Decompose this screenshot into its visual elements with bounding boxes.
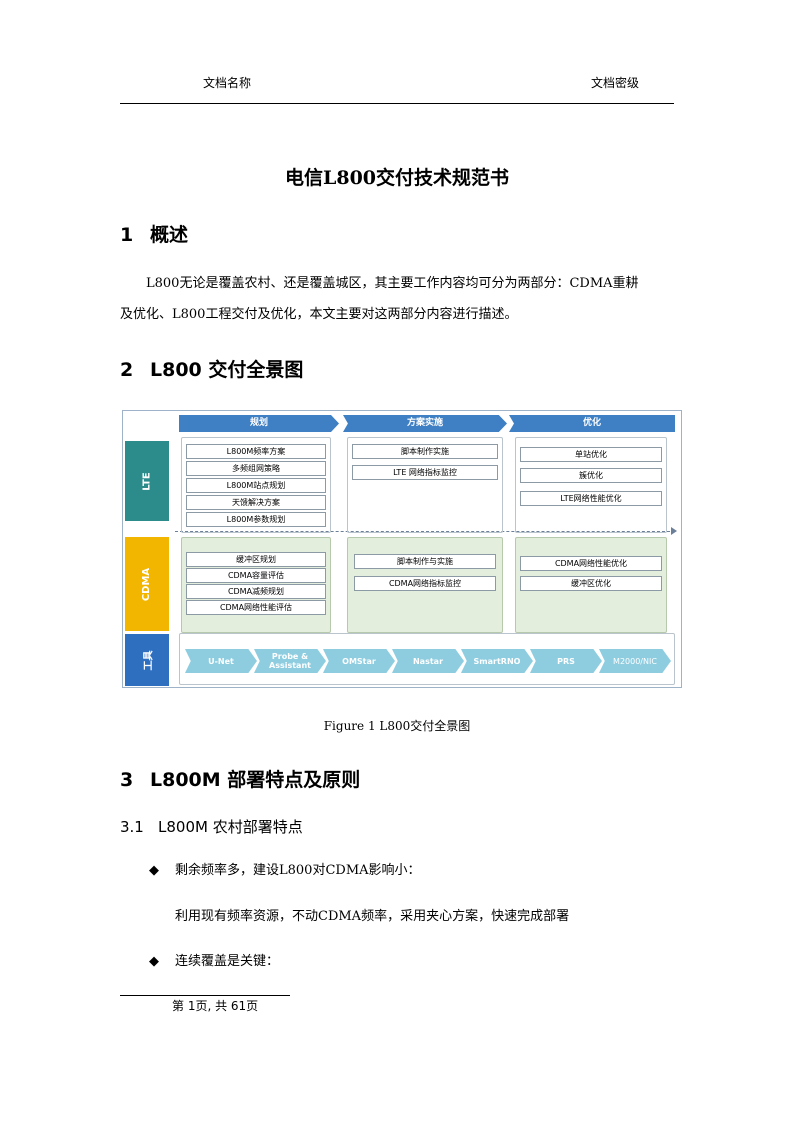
phase-implementation: 方案实施 bbox=[343, 415, 507, 432]
tool-smartrno: SmartRNO bbox=[461, 649, 533, 673]
subsection-number: 3.1 bbox=[120, 818, 144, 836]
phase-planning: 规划 bbox=[179, 415, 339, 432]
section-title: 概述 bbox=[150, 224, 189, 246]
tool-m2000-nic: M2000/NIC bbox=[599, 649, 671, 673]
separator-line bbox=[175, 531, 675, 532]
list-item: 单站优化 bbox=[520, 447, 662, 462]
tool-unet: U-Net bbox=[185, 649, 257, 673]
list-item: L800M频率方案 bbox=[186, 444, 326, 459]
list-item: LTE网络性能优化 bbox=[520, 491, 662, 506]
list-item: CDMA网络性能评估 bbox=[186, 600, 326, 615]
section-heading-1: 1 概述 bbox=[120, 220, 188, 247]
page-footer: 第 1页, 共 61页 bbox=[172, 999, 259, 1013]
section-heading-2: 2 L800 交付全景图 bbox=[120, 355, 303, 382]
list-item: CDMA减频规划 bbox=[186, 584, 326, 599]
bullet-text: 连续覆盖是关键： bbox=[175, 954, 280, 969]
subsection-title: L800M 农村部署特点 bbox=[158, 818, 303, 836]
list-item: 多频组网策略 bbox=[186, 461, 326, 476]
section-heading-3: 3 L800M 部署特点及原则 bbox=[120, 765, 360, 792]
tool-nastar: Nastar bbox=[392, 649, 464, 673]
row-label-cdma: CDMA bbox=[125, 537, 169, 631]
tool-omstar: OMStar bbox=[323, 649, 395, 673]
subsection-heading-3-1: 3.1 L800M 农村部署特点 bbox=[120, 816, 303, 837]
row-label-lte: LTE bbox=[125, 441, 169, 521]
list-item: 脚本制作与实施 bbox=[354, 554, 496, 569]
cdma-optimization-box: CDMA网络性能优化 缓冲区优化 bbox=[515, 537, 667, 633]
bullet-item-2: ◆ 连续覆盖是关键： bbox=[149, 950, 279, 969]
list-item: L800M参数规划 bbox=[186, 512, 326, 527]
diamond-bullet-icon: ◆ bbox=[149, 954, 159, 969]
list-item: 脚本制作实施 bbox=[352, 444, 498, 459]
list-item: L800M站点规划 bbox=[186, 478, 326, 493]
bullet-item-1: ◆ 剩余频率多，建设L800对CDMA影响小： bbox=[149, 859, 421, 878]
separator-arrow-icon bbox=[671, 527, 677, 535]
header-rule bbox=[120, 103, 674, 104]
list-item: CDMA网络性能优化 bbox=[520, 556, 662, 571]
overview-line-2: 及优化、L800工程交付及优化，本文主要对这两部分内容进行描述。 bbox=[120, 307, 518, 322]
list-item: CDMA容量评估 bbox=[186, 568, 326, 583]
lte-implementation-box: 脚本制作实施 LTE 网络指标监控 bbox=[347, 437, 503, 533]
list-item: 簇优化 bbox=[520, 468, 662, 483]
section-number: 3 bbox=[120, 769, 134, 791]
list-item: 缓冲区规划 bbox=[186, 552, 326, 567]
overview-paragraph: L800无论是覆盖农村、还是覆盖城区，其主要工作内容均可分为两部分：CDMA重耕… bbox=[120, 268, 676, 330]
list-item: 缓冲区优化 bbox=[520, 576, 662, 591]
list-item: 天馈解决方案 bbox=[186, 495, 326, 510]
list-item: LTE 网络指标监控 bbox=[352, 465, 498, 480]
bullet-text: 剩余频率多，建设L800对CDMA影响小： bbox=[175, 863, 421, 878]
tool-prs: PRS bbox=[530, 649, 602, 673]
cdma-planning-box: 缓冲区规划 CDMA容量评估 CDMA减频规划 CDMA网络性能评估 bbox=[181, 537, 331, 633]
section-title: L800M 部署特点及原则 bbox=[150, 769, 361, 791]
row-label-tools: 工具 bbox=[125, 634, 169, 686]
lte-planning-box: L800M频率方案 多频组网策略 L800M站点规划 天馈解决方案 L800M参… bbox=[181, 437, 331, 533]
document-title: 电信L800交付技术规范书 bbox=[284, 167, 510, 189]
overview-line-1: L800无论是覆盖农村、还是覆盖城区，其主要工作内容均可分为两部分：CDMA重耕 bbox=[146, 276, 639, 291]
section-number: 2 bbox=[120, 359, 134, 381]
cdma-implementation-box: 脚本制作与实施 CDMA网络指标监控 bbox=[347, 537, 503, 633]
header-doc-name: 文档名称 bbox=[203, 76, 252, 90]
lte-optimization-box: 单站优化 簇优化 LTE网络性能优化 bbox=[515, 437, 667, 533]
phase-optimization: 优化 bbox=[509, 415, 675, 432]
section-number: 1 bbox=[120, 224, 134, 246]
section-title: L800 交付全景图 bbox=[150, 359, 304, 381]
list-item: CDMA网络指标监控 bbox=[354, 576, 496, 591]
footer-rule bbox=[120, 995, 290, 996]
tool-probe-assistant: Probe & Assistant bbox=[254, 649, 326, 673]
l800-panorama-figure: 规划 方案实施 优化 LTE CDMA 工具 L800M频率方案 多频组网策略 … bbox=[122, 410, 682, 688]
figure-caption: Figure 1 L800交付全景图 bbox=[323, 719, 471, 733]
bullet-1-detail: 利用现有频率资源，不动CDMA频率，采用夹心方案，快速完成部署 bbox=[175, 909, 570, 924]
diamond-bullet-icon: ◆ bbox=[149, 863, 159, 878]
header-doc-security: 文档密级 bbox=[591, 76, 640, 90]
